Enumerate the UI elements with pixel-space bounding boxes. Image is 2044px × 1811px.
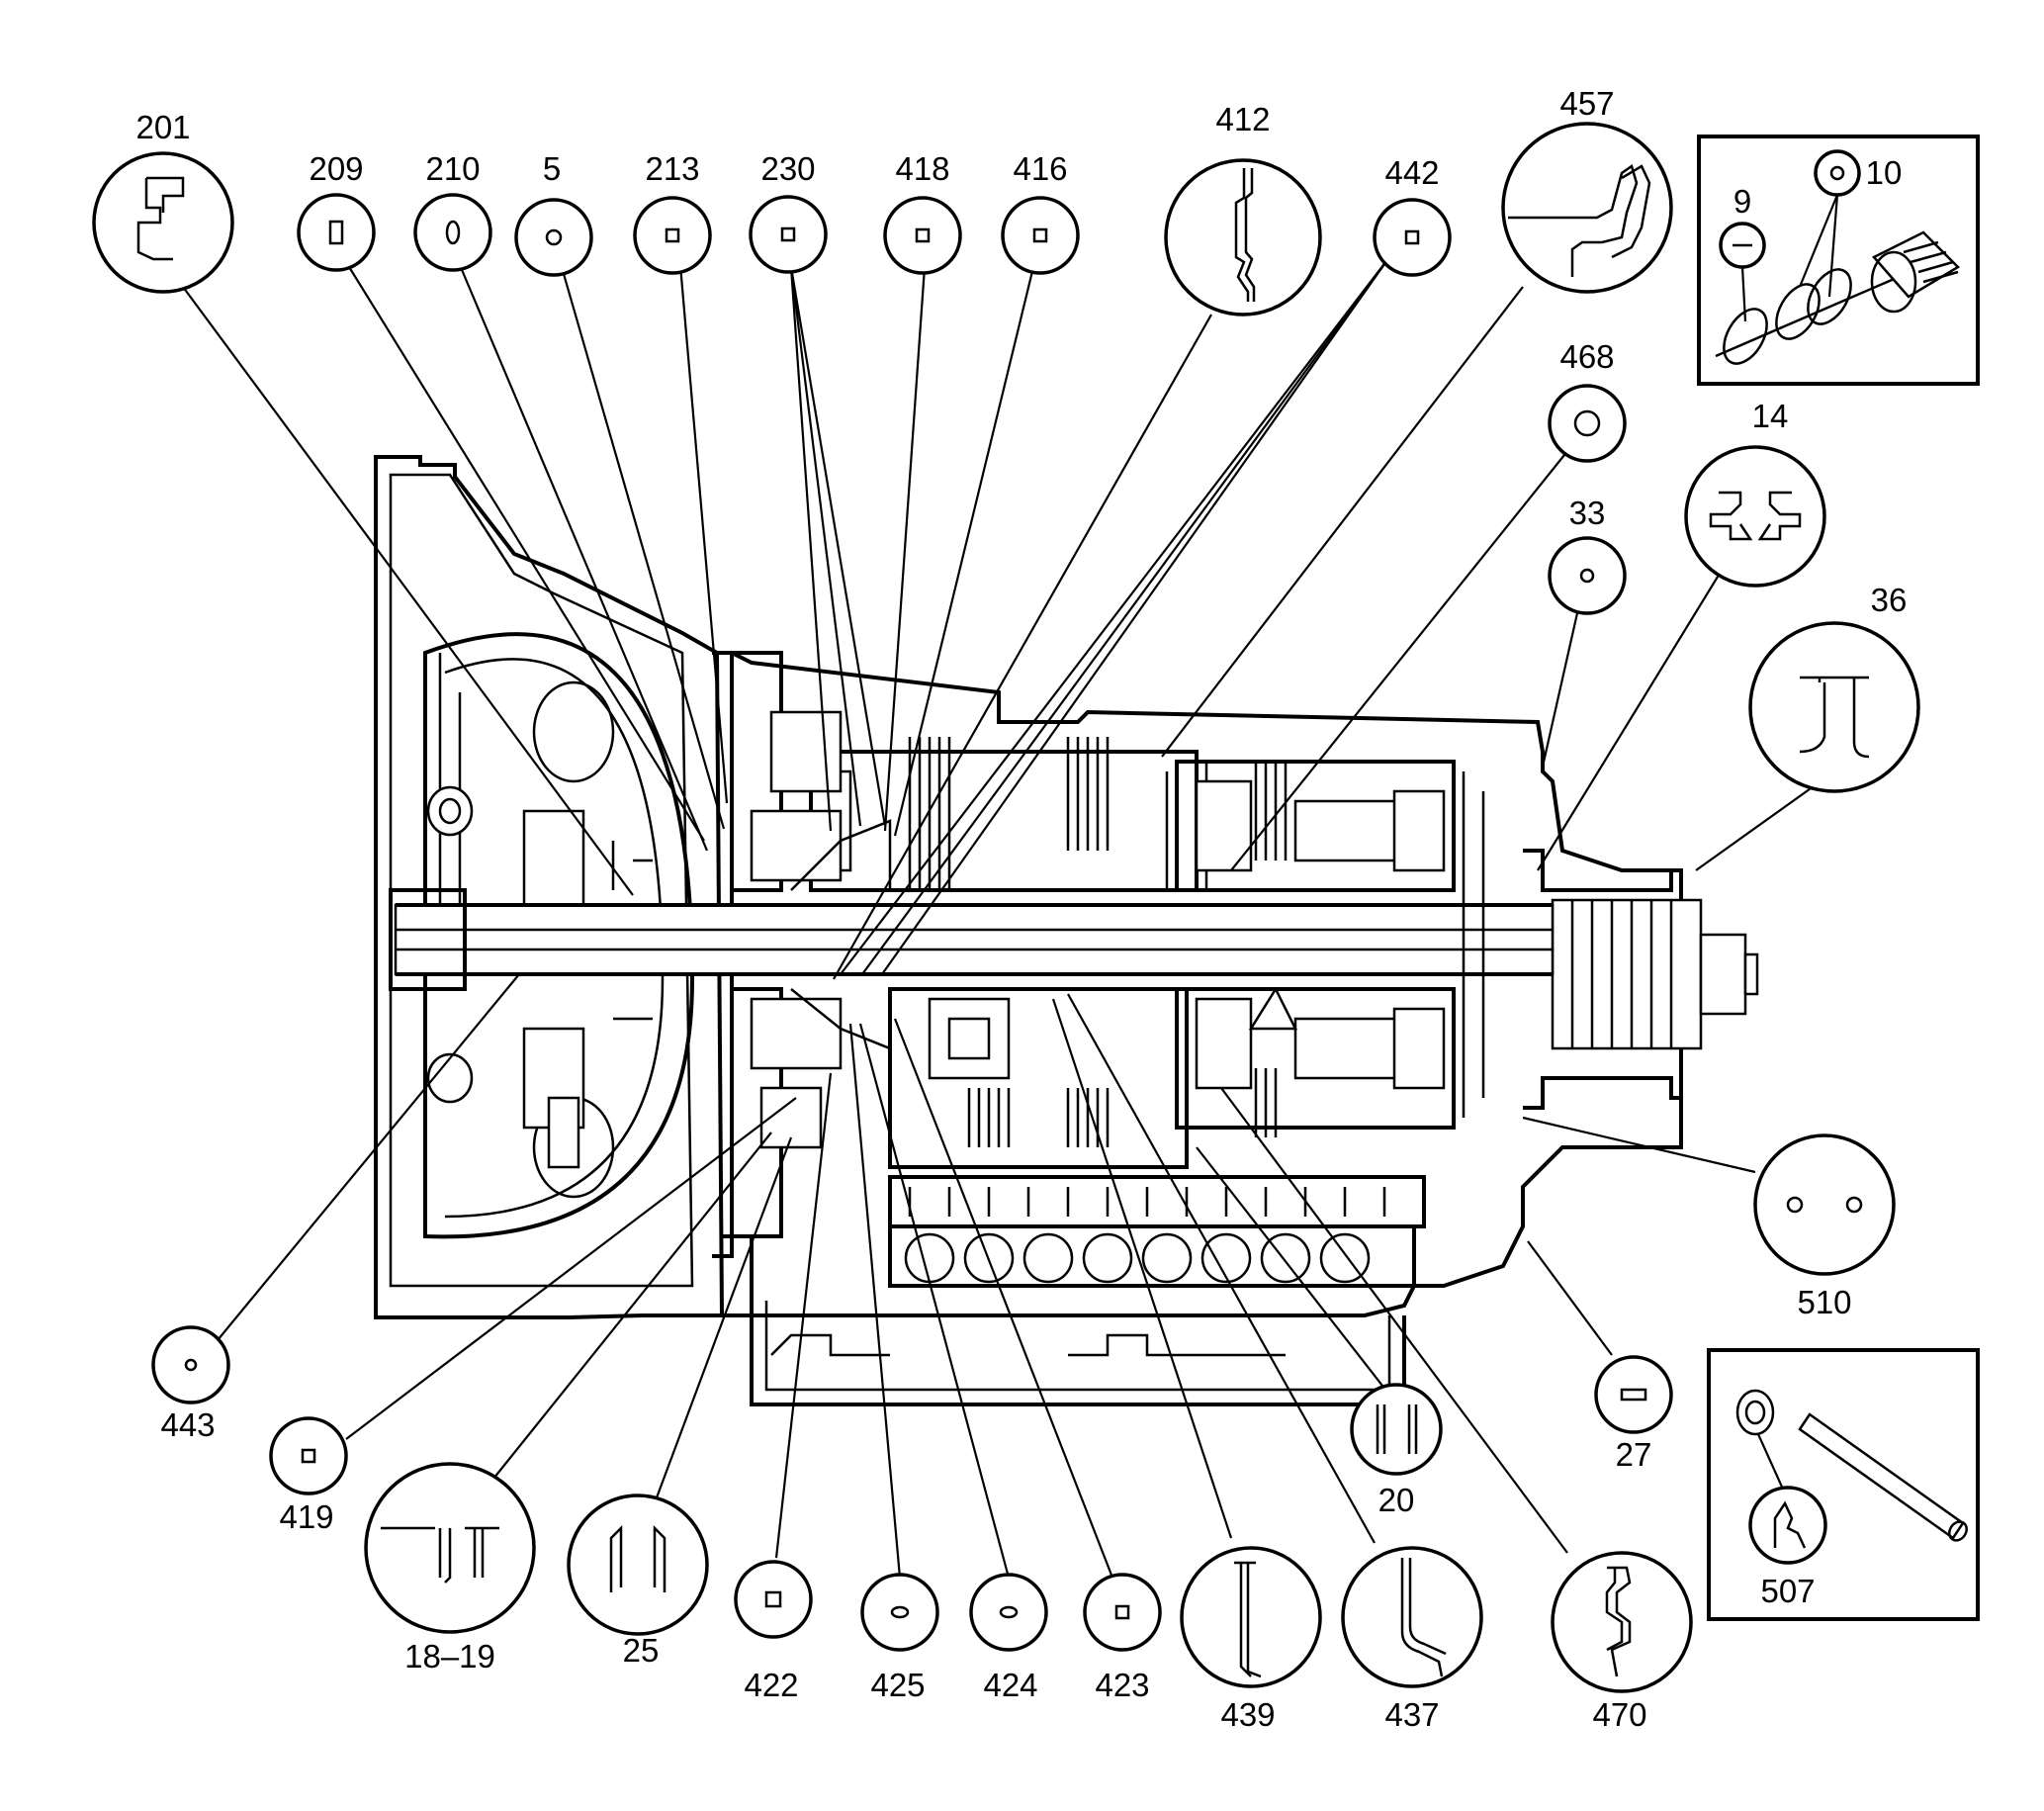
callout-label-10: 10 [1866,154,1903,191]
callout-label-510: 510 [1797,1284,1851,1320]
callout-label-470: 470 [1592,1696,1646,1733]
callout-442: 442 [1373,154,1452,277]
callout-443: 443 [151,1325,230,1443]
callout-label-209: 209 [309,150,363,187]
callout-label-468: 468 [1559,338,1614,375]
callout-425: 425 [860,1573,939,1703]
inset-seal-rings-9-10: 9 10 [1697,135,1980,386]
leader-lines [182,256,1835,1579]
callout-422: 422 [734,1560,813,1703]
callout-14: 14 [1684,398,1826,588]
callout-label-5: 5 [543,150,561,187]
callout-470: 470 [1551,1551,1693,1733]
callout-label-423: 423 [1095,1667,1149,1703]
callout-label-25: 25 [623,1632,660,1669]
callout-label-418: 418 [895,150,949,187]
lower-clutch-packs [888,987,1278,1169]
callout-label-422: 422 [744,1667,798,1703]
callout-label-507: 507 [1760,1573,1815,1609]
callout-label-230: 230 [760,150,815,187]
inset-seal-507: 507 [1707,1348,1980,1621]
callout-label-416: 416 [1013,150,1067,187]
callout-209: 209 [297,150,376,272]
callout-213: 213 [633,150,712,275]
callout-33: 33 [1548,495,1627,615]
callout-439: 439 [1180,1546,1322,1733]
callout-412: 412 [1164,101,1322,317]
callout-201: 201 [92,109,234,294]
callout-label-20: 20 [1378,1482,1415,1518]
callout-418: 418 [883,150,962,275]
callout-36: 36 [1748,582,1920,793]
callout-label-425: 425 [870,1667,925,1703]
callout-label-9: 9 [1733,183,1751,220]
callout-label-419: 419 [279,1498,333,1535]
planetary-gearsets [1175,760,1485,1130]
callout-230: 230 [749,150,828,274]
callout-437: 437 [1341,1546,1483,1733]
pump-and-support [732,651,892,1238]
callout-457: 457 [1501,85,1673,294]
transmission-cross-section [374,455,1759,1406]
callout-416: 416 [1001,150,1080,275]
callout-label-36: 36 [1871,582,1908,618]
callout-label-33: 33 [1569,495,1606,531]
callout-label-213: 213 [645,150,699,187]
callout-label-18-19: 18–19 [404,1638,495,1675]
callout-label-210: 210 [425,150,480,187]
callout-424: 424 [969,1573,1048,1703]
callout-label-439: 439 [1220,1696,1275,1733]
callout-210: 210 [413,150,492,272]
callout-20: 20 [1350,1383,1443,1518]
callout-5: 5 [514,150,593,277]
callout-label-424: 424 [983,1667,1037,1703]
callout-label-437: 437 [1384,1696,1439,1733]
callout-label-442: 442 [1384,154,1439,191]
callout-27: 27 [1594,1355,1673,1473]
callout-label-443: 443 [160,1406,215,1443]
callout-25: 25 [567,1494,709,1669]
callout-label-412: 412 [1215,101,1270,137]
callout-label-201: 201 [135,109,190,145]
callout-468: 468 [1548,338,1627,463]
callout-label-27: 27 [1616,1436,1652,1473]
callout-419: 419 [269,1416,348,1535]
callout-423: 423 [1083,1573,1162,1703]
callout-510: 510 [1753,1133,1896,1320]
callout-label-14: 14 [1752,398,1789,434]
callout-label-457: 457 [1559,85,1614,122]
callout-18-19: 18–19 [364,1462,536,1675]
valve-body-and-pan [722,1175,1426,1406]
